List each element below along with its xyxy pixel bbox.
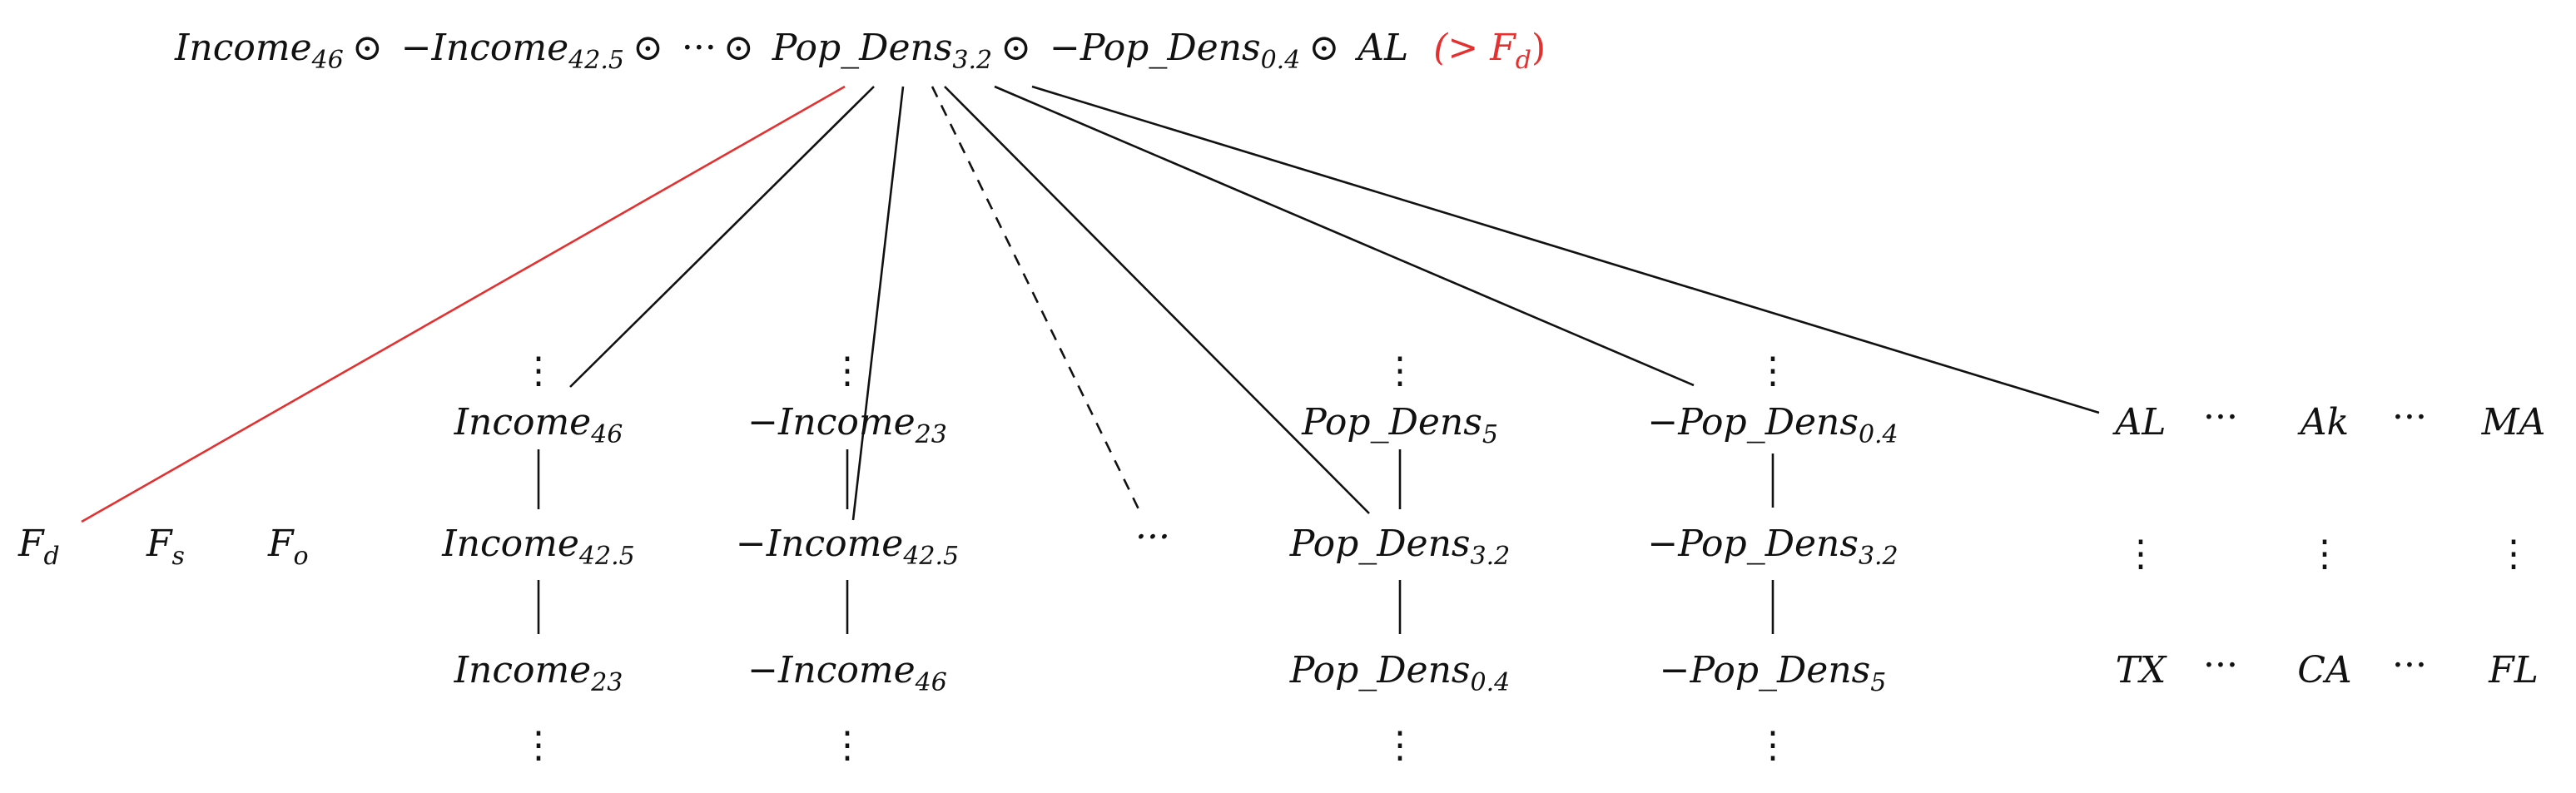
edge-root-fd — [81, 85, 846, 523]
column-neg-income: ⋮ −Income23 −Income42.5 −Income46 ⋮ — [736, 349, 959, 766]
node-income-46: Income46 — [454, 401, 623, 449]
middle-ellipsis: ··· — [1135, 516, 1170, 558]
state-tx: TX — [2116, 649, 2167, 691]
state-ak: Ak — [2297, 401, 2349, 444]
vdots: ⋮ — [520, 724, 557, 766]
edge-root-neg-popdens04 — [994, 85, 1695, 387]
f-node-s: Fs — [146, 523, 185, 571]
state-vdots: ⋮ — [2306, 533, 2343, 575]
column-neg-pop-dens: ⋮ −Pop_Dens0.4 −Pop_Dens3.2 −Pop_Dens5 ⋮ — [1647, 349, 1898, 766]
column-income: ⋮ Income46 Income42.5 Income23 ⋮ — [441, 349, 634, 766]
edge-root-popdens32 — [944, 86, 1370, 514]
state-al: AL — [2112, 401, 2167, 444]
vdots: ⋮ — [829, 724, 866, 766]
f-nodes: Fd Fs Fo — [17, 523, 309, 571]
node-neg-pop-dens-3-2: −Pop_Dens3.2 — [1647, 523, 1898, 571]
state-grid: AL ··· Ak ··· MA ⋮ ⋮ ⋮ TX ··· CA ··· FL — [2112, 396, 2546, 691]
node-income-23: Income23 — [454, 649, 623, 697]
vdots: ⋮ — [1755, 724, 1791, 766]
vdots: ⋮ — [1382, 724, 1418, 766]
edge-root-neg-income42 — [851, 86, 905, 521]
node-neg-pop-dens-5: −Pop_Dens5 — [1660, 649, 1887, 697]
edge-root-ellipsis — [931, 86, 1144, 517]
state-vdots: ⋮ — [2122, 533, 2159, 575]
f-node-o: Fo — [267, 523, 309, 571]
node-pop-dens-0-4: Pop_Dens0.4 — [1289, 649, 1510, 697]
node-neg-income-23: −Income23 — [747, 401, 947, 449]
vdots: ⋮ — [829, 349, 866, 392]
node-pop-dens-5: Pop_Dens5 — [1301, 401, 1498, 449]
state-ma: MA — [2481, 401, 2546, 444]
state-ca: CA — [2297, 649, 2351, 691]
state-fl: FL — [2488, 649, 2539, 691]
vdots: ⋮ — [1382, 349, 1418, 392]
state-separator: ··· — [2392, 644, 2427, 686]
edges — [81, 85, 2100, 634]
state-vdots: ⋮ — [2495, 533, 2532, 575]
node-pop-dens-3-2: Pop_Dens3.2 — [1289, 523, 1510, 571]
f-node-d: Fd — [17, 523, 60, 571]
node-income-42-5: Income42.5 — [441, 523, 634, 571]
edge-root-income46 — [569, 86, 875, 388]
vdots: ⋮ — [1755, 349, 1791, 392]
state-separator: ··· — [2203, 644, 2238, 686]
node-neg-income-46: −Income46 — [747, 649, 947, 697]
root-formula: Income46⊙ −Income42.5⊙ ···⊙ Pop_Dens3.2⊙… — [174, 27, 1546, 75]
state-separator: ··· — [2392, 396, 2427, 439]
edge-root-al — [1031, 85, 2100, 414]
node-neg-pop-dens-0-4: −Pop_Dens0.4 — [1647, 401, 1898, 449]
state-separator: ··· — [2203, 396, 2238, 439]
node-neg-income-42-5: −Income42.5 — [736, 523, 959, 571]
vdots: ⋮ — [520, 349, 557, 392]
column-pop-dens: ⋮ Pop_Dens5 Pop_Dens3.2 Pop_Dens0.4 ⋮ — [1289, 349, 1510, 766]
